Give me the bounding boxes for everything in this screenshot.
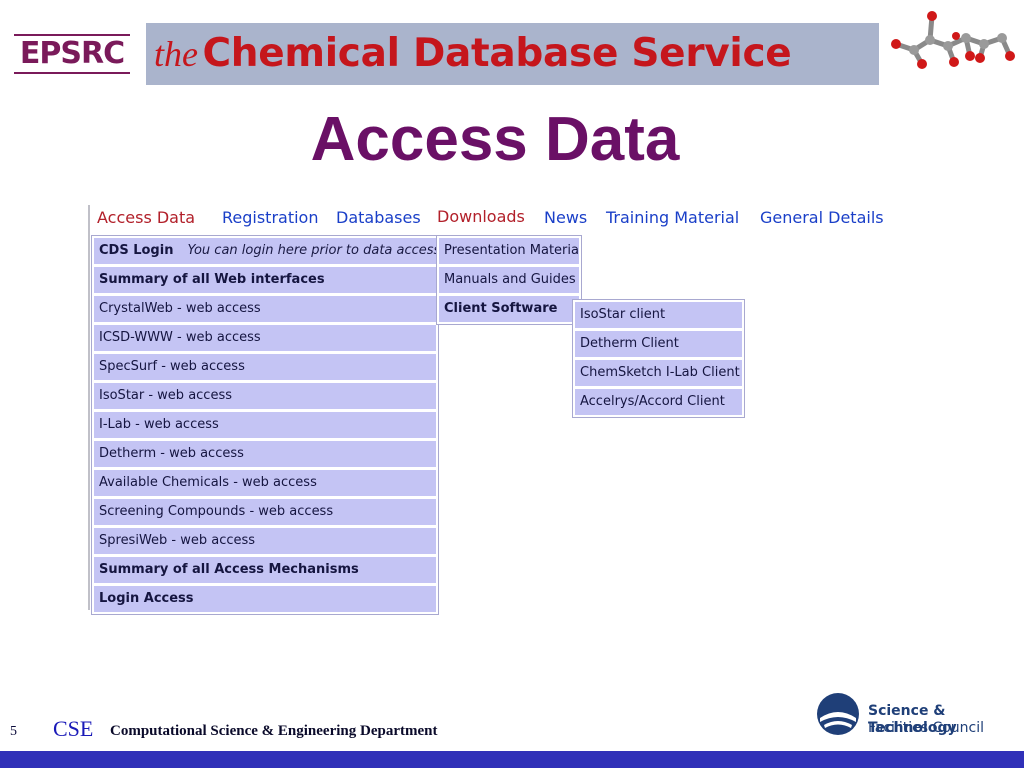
menu-item-specsurf[interactable]: SpecSurf - web access — [94, 354, 436, 380]
menu-item-label: CDS Login — [99, 243, 174, 258]
menu-item-login-access[interactable]: Login Access — [94, 586, 436, 612]
service-banner: the Chemical Database Service — [146, 23, 879, 85]
banner-the: the — [154, 34, 198, 74]
access-data-menu: CDS Login You can login here prior to dat… — [91, 235, 439, 615]
menu-item-detherm[interactable]: Detherm - web access — [94, 441, 436, 467]
footer-bar — [0, 751, 1024, 768]
nav-divider — [88, 205, 90, 610]
menu-item-summary-access-mechanisms[interactable]: Summary of all Access Mechanisms — [94, 557, 436, 583]
nav-item-registration[interactable]: Registration — [222, 208, 319, 227]
footer-cse: CSE — [53, 716, 94, 741]
client-software-submenu: IsoStar client Detherm Client ChemSketch… — [572, 299, 745, 418]
org-subtitle: Facilities Council — [868, 720, 985, 736]
epsrc-logo: EPSRC — [14, 34, 130, 74]
nav-item-general-details[interactable]: General Details — [760, 208, 884, 227]
nav-item-news[interactable]: News — [544, 208, 588, 227]
menu-item-i-lab[interactable]: I-Lab - web access — [94, 412, 436, 438]
nav-item-downloads[interactable]: Downloads — [437, 207, 525, 226]
nav-item-training-material[interactable]: Training Material — [606, 208, 740, 227]
menu-item-summary-web-interfaces[interactable]: Summary of all Web interfaces — [94, 267, 436, 293]
menu-item-cds-login[interactable]: CDS Login You can login here prior to dat… — [94, 238, 436, 264]
menu-item-note: You can login here prior to data access — [187, 243, 436, 258]
menu-item-manuals-guides[interactable]: Manuals and Guides — [439, 267, 579, 293]
downloads-menu: Presentation Material Manuals and Guides… — [436, 235, 582, 325]
menu-item-available-chemicals[interactable]: Available Chemicals - web access — [94, 470, 436, 496]
menu-item-chemsketch-client[interactable]: ChemSketch I-Lab Client — [575, 360, 742, 386]
banner-title: Chemical Database Service — [202, 31, 792, 76]
menu-item-isostar-client[interactable]: IsoStar client — [575, 302, 742, 328]
menu-item-accelrys-client[interactable]: Accelrys/Accord Client — [575, 389, 742, 415]
footer-department: Computational Science & Engineering Depa… — [110, 723, 438, 739]
menu-item-spresiweb[interactable]: SpresiWeb - web access — [94, 528, 436, 554]
page-number: 5 — [10, 724, 17, 739]
menu-item-client-software[interactable]: Client Software — [439, 296, 579, 322]
nav-item-databases[interactable]: Databases — [336, 208, 421, 227]
molecule-icon — [891, 11, 1015, 69]
menu-item-screening-compounds[interactable]: Screening Compounds - web access — [94, 499, 436, 525]
nav-item-access-data[interactable]: Access Data — [97, 208, 196, 227]
menu-item-crystalweb[interactable]: CrystalWeb - web access — [94, 296, 436, 322]
page-title: Access Data — [310, 105, 680, 174]
stfc-logo-icon — [817, 693, 859, 735]
menu-item-icsd-www[interactable]: ICSD-WWW - web access — [94, 325, 436, 351]
org-name: Science & Technology — [868, 703, 957, 736]
menu-item-detherm-client[interactable]: Detherm Client — [575, 331, 742, 357]
menu-item-presentation-material[interactable]: Presentation Material — [439, 238, 579, 264]
menu-item-isostar[interactable]: IsoStar - web access — [94, 383, 436, 409]
